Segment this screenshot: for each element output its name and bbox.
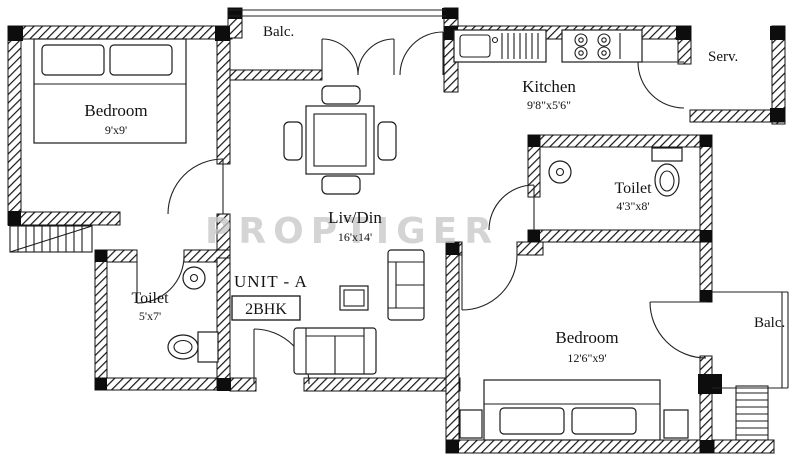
living-label: Liv/Din: [328, 208, 382, 227]
toilet-right-label: Toilet: [614, 180, 652, 197]
dining-table-symbol: [283, 85, 397, 195]
columns: [8, 8, 785, 453]
toilet-left-fixtures: [167, 266, 219, 363]
center-table-symbol: [339, 285, 369, 311]
bedroom-bottom-dims: 12'6"x9': [567, 351, 606, 365]
toilet-right-dims: 4'3"x8': [616, 199, 649, 213]
balcony-right-label: Balc.: [754, 315, 785, 331]
stove-symbol: [561, 29, 643, 63]
sofa-symbol-horizontal: [293, 327, 377, 375]
room-labels: Balc. Bedroom 9'x9' Kitchen 9'8"x5'6" Se…: [84, 24, 785, 365]
kitchen-sink-symbol: [453, 29, 547, 63]
balcony-top-label: Balc.: [263, 24, 294, 40]
bed-symbol-top: [33, 38, 187, 144]
bedroom-bottom-label: Bedroom: [555, 328, 618, 347]
unit-type-label: 2BHK: [245, 301, 287, 318]
bedroom-top-label: Bedroom: [84, 101, 147, 120]
stair-shaft-symbol-left: [9, 225, 93, 253]
watermark: PROPTIGER: [205, 211, 499, 252]
toilet-right-fixtures: [548, 147, 683, 197]
bed-symbol-bottom: [459, 379, 689, 441]
living-dims: 16'x14': [338, 230, 372, 244]
unit-type-box: [231, 295, 301, 321]
kitchen-label: Kitchen: [522, 77, 576, 96]
unit-name-label: UNIT - A: [234, 272, 308, 291]
balcony-rails: [228, 9, 789, 389]
kitchen-dims: 9'8"x5'6": [527, 98, 571, 112]
bedroom-top-dims: 9'x9': [105, 123, 127, 137]
door-swings: [136, 31, 707, 385]
duct-symbol-bottom-right: [735, 385, 769, 441]
toilet-left-label: Toilet: [131, 290, 169, 307]
sofa-symbol-vertical: [387, 249, 425, 321]
servant-label: Serv.: [708, 49, 738, 65]
toilet-left-dims: 5'x7': [139, 309, 161, 323]
